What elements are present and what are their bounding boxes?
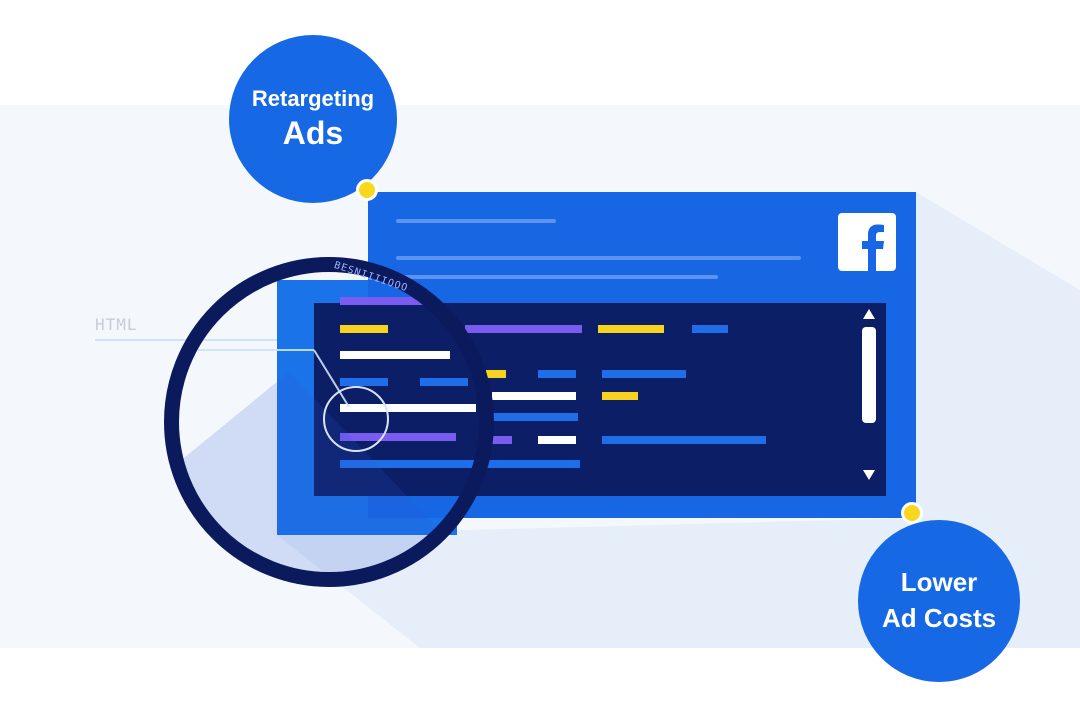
code-line — [465, 325, 582, 333]
code-line — [538, 436, 576, 444]
code-line — [602, 392, 638, 400]
lower-badge-line2: Ad Costs — [881, 603, 997, 633]
retargeting-badge-line2: Ads — [282, 115, 344, 152]
code-line — [602, 436, 766, 444]
window-text-line — [396, 275, 718, 279]
window-text-line — [396, 219, 556, 223]
code-line — [492, 413, 578, 421]
html-label: HTML — [95, 315, 138, 334]
magnifier-lens — [179, 349, 479, 572]
window-text-line — [396, 256, 801, 260]
code-line — [486, 370, 506, 378]
code-line — [492, 392, 576, 400]
code-line — [488, 436, 512, 444]
scroll-up-arrow-icon[interactable] — [863, 309, 875, 319]
retargeting-ads-badge: Retargeting Ads — [229, 35, 397, 203]
connector-dot — [356, 179, 378, 201]
lower-badge-line1: Lower — [900, 567, 978, 598]
retargeting-badge-line1: Retargeting — [251, 85, 375, 111]
code-line — [598, 325, 664, 333]
lower-ad-costs-badge: Lower Ad Costs — [858, 520, 1020, 682]
code-line — [538, 370, 576, 378]
code-line — [602, 370, 686, 378]
code-line — [692, 325, 728, 333]
scroll-down-arrow-icon[interactable] — [863, 470, 875, 480]
magnifying-glass-icon — [164, 257, 494, 587]
facebook-logo-icon — [838, 213, 896, 271]
scrollbar-thumb[interactable] — [862, 327, 876, 423]
connector-dot — [901, 502, 923, 524]
